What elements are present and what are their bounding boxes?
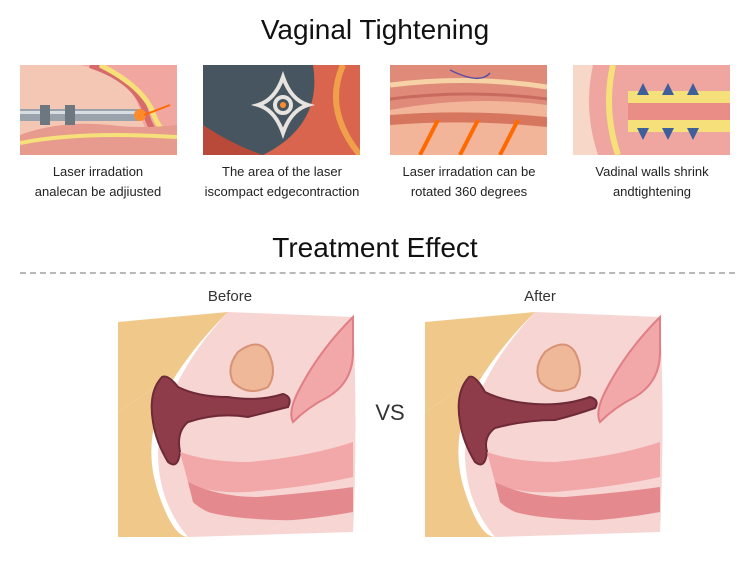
step-caption-3: Laser irradation can be rotated 360 degr… bbox=[402, 164, 536, 199]
dashed-divider bbox=[20, 272, 735, 274]
step-caption-4: Vadinal walls shrink andtightening bbox=[595, 164, 709, 199]
after-label: After bbox=[524, 288, 556, 305]
after-anatomy-image bbox=[425, 312, 665, 542]
vs-label: VS bbox=[375, 400, 405, 425]
page-title: Vaginal Tightening bbox=[260, 14, 490, 45]
before-label: Before bbox=[207, 288, 253, 305]
step-caption-2: The area of the laser iscompact edgecont… bbox=[204, 164, 360, 199]
wall-shrink-image bbox=[573, 65, 730, 155]
tissue-laser-image bbox=[390, 65, 547, 155]
step-caption-1: Laser irradation analecan be adjiusted bbox=[34, 164, 162, 199]
laser-probe-image bbox=[20, 65, 177, 155]
section-title: Treatment Effect bbox=[272, 232, 478, 263]
laser-area-image bbox=[203, 65, 360, 155]
before-anatomy-image bbox=[118, 312, 358, 542]
